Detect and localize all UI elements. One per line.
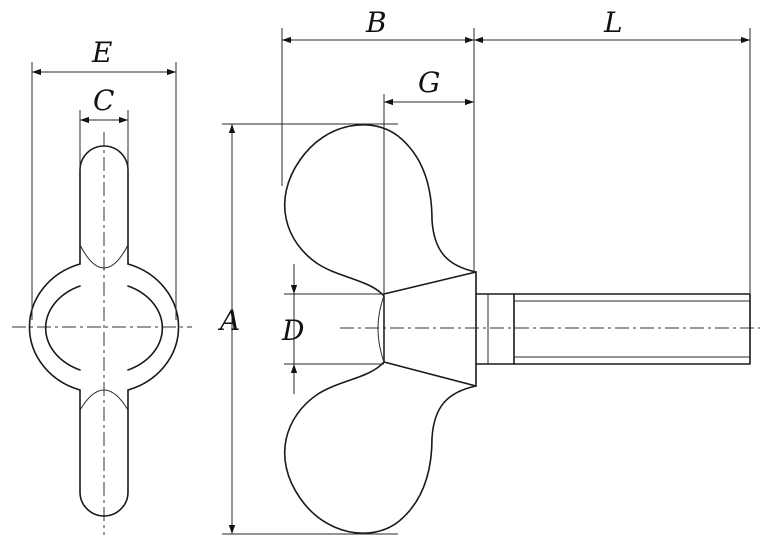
hub-face-arc <box>377 295 385 363</box>
side-view-outer-ring <box>28 263 180 391</box>
wing-body-outline <box>284 124 477 534</box>
hub-cone-lower <box>383 361 477 387</box>
threaded-shank-outline <box>475 293 751 365</box>
dim-d-label: D <box>281 314 304 347</box>
dim-e-label: E <box>91 36 112 69</box>
dim-g-label: G <box>418 66 440 99</box>
side-view-lower-wing <box>79 389 129 517</box>
side-view-upper-wing <box>79 145 129 265</box>
dim-c-label: C <box>93 84 114 117</box>
dim-a-label: A <box>217 304 240 337</box>
side-view-lower-wing-fillet <box>79 389 129 411</box>
hub-cone-upper <box>383 271 477 295</box>
side-view: E C <box>12 36 192 535</box>
side-view-inner-ring <box>44 285 164 371</box>
side-view-upper-wing-fillet <box>79 244 129 269</box>
dim-b-label: B <box>365 6 387 39</box>
front-view: B L G A D <box>217 6 760 535</box>
dim-l-label: L <box>603 6 623 39</box>
